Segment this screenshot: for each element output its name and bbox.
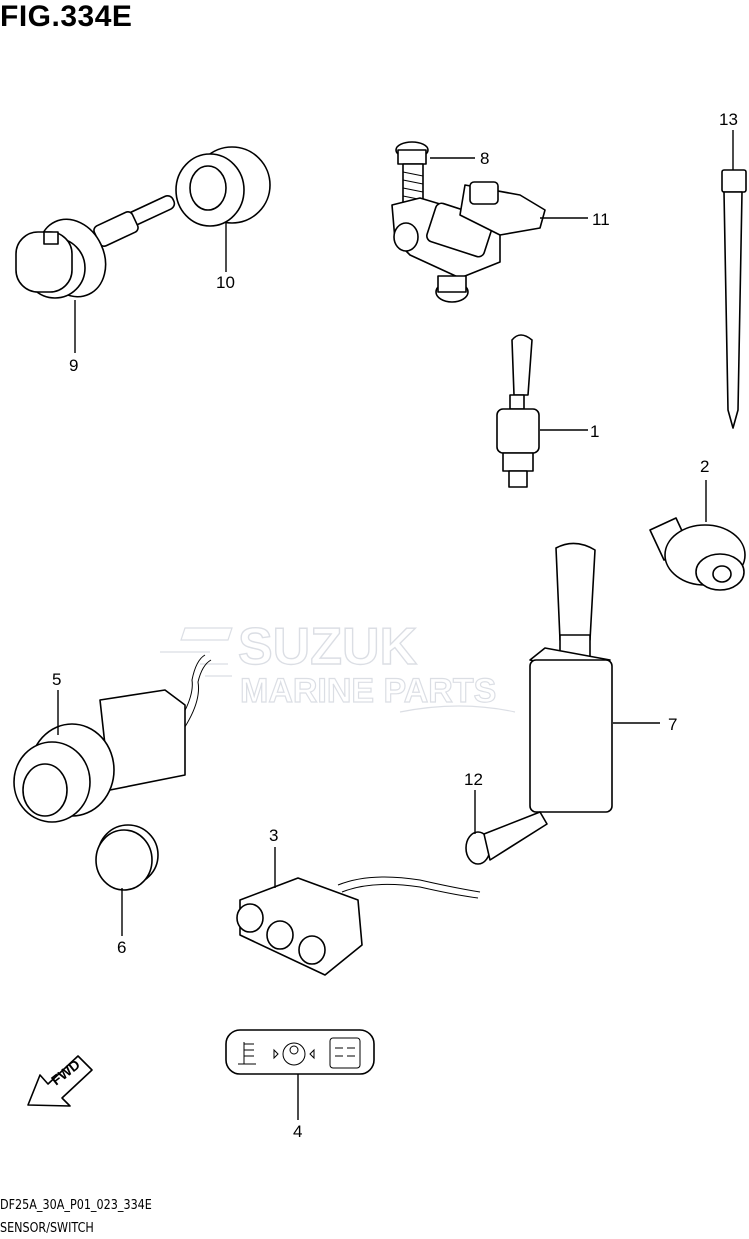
callout-9[interactable]: 9 [69,356,78,375]
callout-13[interactable]: 13 [719,110,738,129]
callout-6[interactable]: 6 [117,938,126,957]
part-6-cap[interactable] [95,824,159,936]
part-11-map-sensor[interactable] [391,181,588,303]
callout-11[interactable]: 11 [592,210,610,229]
part-10-grommet[interactable] [175,146,271,272]
callout-8[interactable]: 8 [480,149,489,168]
watermark-line2: MARINE PARTS [240,672,496,710]
callout-4[interactable]: 4 [293,1122,302,1141]
part-9-connector-sensor[interactable] [15,194,176,353]
callout-3[interactable]: 3 [269,826,278,845]
watermark: SUZUK MARINE PARTS [160,617,516,713]
part-1-temp-sensor[interactable] [496,334,588,488]
callout-2[interactable]: 2 [700,457,709,476]
fwd-direction-arrow: FWD [27,1055,93,1107]
callout-7[interactable]: 7 [668,715,677,734]
part-13-cable-tie[interactable] [721,130,747,429]
callouts: 1 2 3 4 5 6 7 8 9 10 11 12 13 [52,110,738,1141]
figure-title: FIG.334E [0,0,133,33]
part-4-label-plate[interactable] [225,1029,375,1120]
figure-subtitle: SENSOR/SWITCH [0,1221,94,1236]
part-3-indicator-unit[interactable] [236,847,481,976]
part-2-knock-sensor[interactable] [649,480,746,591]
part-5-switch[interactable] [13,654,212,823]
callout-5[interactable]: 5 [52,670,61,689]
callout-1[interactable]: 1 [590,422,599,441]
part-7-pressure-switch[interactable] [529,542,660,813]
figure-code: DF25A_30A_P01_023_334E [0,1198,152,1213]
callout-12[interactable]: 12 [464,770,483,789]
callout-10[interactable]: 10 [216,273,235,292]
watermark-line1: SUZUK [238,618,418,676]
part-12-screw[interactable] [465,790,548,865]
